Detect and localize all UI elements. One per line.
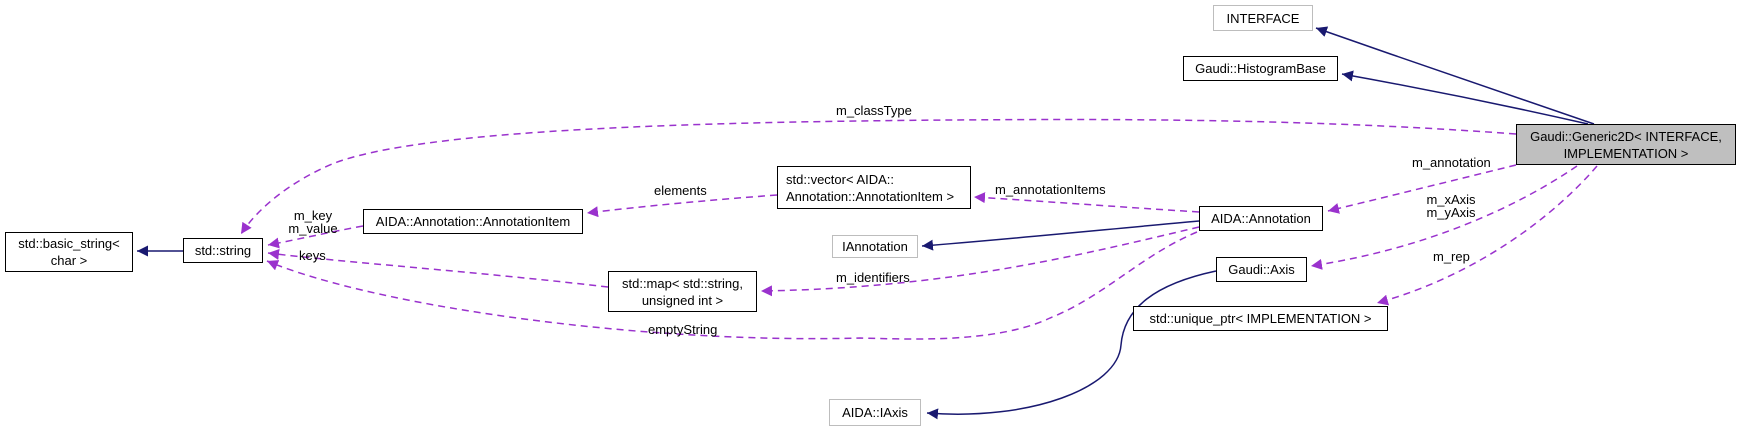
edge-usage-m-classtype xyxy=(240,118,1517,235)
edge-label-keys: keys xyxy=(299,248,326,263)
node-aida-annotation-label: AIDA::Annotation xyxy=(1211,211,1311,226)
node-std-unique-ptr[interactable]: std::unique_ptr< IMPLEMENTATION > xyxy=(1133,306,1388,331)
node-aida-annotation[interactable]: AIDA::Annotation xyxy=(1199,206,1323,231)
edge-label-m-key-m-value: m_key m_value xyxy=(288,208,338,236)
node-std-string[interactable]: std::string xyxy=(183,238,263,263)
edge-label-m-xaxis-m-yaxis: m_xAxis m_yAxis xyxy=(1426,192,1476,220)
edge-label-m-rep: m_rep xyxy=(1433,249,1470,264)
node-interface[interactable]: INTERFACE xyxy=(1213,5,1313,31)
edge-usage-m-key-m-value xyxy=(267,225,364,249)
edge-label-m-identifiers: m_identifiers xyxy=(836,270,910,285)
node-aida-annotation-annotationitem-label: AIDA::Annotation::AnnotationItem xyxy=(375,214,571,229)
edge-label-m-annotationitems: m_annotationItems xyxy=(995,182,1106,197)
node-gaudi-histogrambase[interactable]: Gaudi::HistogramBase xyxy=(1183,56,1338,81)
edge-usage-m-xaxis-m-yaxis xyxy=(1310,165,1578,270)
edge-usage-keys xyxy=(267,248,609,288)
node-iannotation[interactable]: IAnnotation xyxy=(832,235,918,258)
edge-usage-emptystring xyxy=(266,231,1198,340)
edge-inheritance-axis-iaxis xyxy=(926,270,1217,420)
node-iannotation-label: IAnnotation xyxy=(842,239,908,254)
node-std-map-label: std::map< std::string, unsigned int > xyxy=(621,275,744,308)
edge-inheritance-generic2d-histogrambase xyxy=(1341,70,1589,125)
node-std-vector-annotationitem[interactable]: std::vector< AIDA:: Annotation::Annotati… xyxy=(777,166,971,209)
node-aida-annotation-annotationitem[interactable]: AIDA::Annotation::AnnotationItem xyxy=(363,209,583,234)
node-std-unique-ptr-label: std::unique_ptr< IMPLEMENTATION > xyxy=(1149,311,1372,326)
edge-usage-m-identifiers xyxy=(760,226,1200,297)
node-gaudi-generic2d[interactable]: Gaudi::Generic2D< INTERFACE, IMPLEMENTAT… xyxy=(1516,124,1736,165)
node-std-basic-string[interactable]: std::basic_string< char > xyxy=(5,232,133,272)
node-gaudi-axis[interactable]: Gaudi::Axis xyxy=(1216,257,1307,282)
node-std-vector-annotationitem-label: std::vector< AIDA:: Annotation::Annotati… xyxy=(786,171,955,204)
edge-inheritance-generic2d-interface xyxy=(1315,26,1595,125)
node-std-map[interactable]: std::map< std::string, unsigned int > xyxy=(608,271,757,312)
node-gaudi-histogrambase-label: Gaudi::HistogramBase xyxy=(1195,61,1326,76)
node-aida-iaxis[interactable]: AIDA::IAxis xyxy=(829,399,921,426)
node-std-basic-string-label: std::basic_string< char > xyxy=(18,236,120,268)
edge-label-elements: elements xyxy=(654,183,707,198)
node-gaudi-axis-label: Gaudi::Axis xyxy=(1228,262,1295,277)
edge-inheritance-annotation-iannotation xyxy=(921,220,1200,251)
edge-usage-m-annotation xyxy=(1327,164,1517,214)
edge-usage-m-annotationitems xyxy=(973,192,1200,213)
node-aida-iaxis-label: AIDA::IAxis xyxy=(842,405,908,420)
node-std-string-label: std::string xyxy=(194,243,252,258)
node-interface-label: INTERFACE xyxy=(1226,10,1300,26)
edge-usage-elements xyxy=(586,194,778,218)
edge-label-m-annotation: m_annotation xyxy=(1412,155,1491,170)
edge-usage-m-rep xyxy=(1376,165,1598,306)
edge-label-emptystring: emptyString xyxy=(648,322,718,337)
edge-label-m-classtype: m_classType xyxy=(836,103,912,118)
node-gaudi-generic2d-label: Gaudi::Generic2D< INTERFACE, IMPLEMENTAT… xyxy=(1530,128,1722,161)
